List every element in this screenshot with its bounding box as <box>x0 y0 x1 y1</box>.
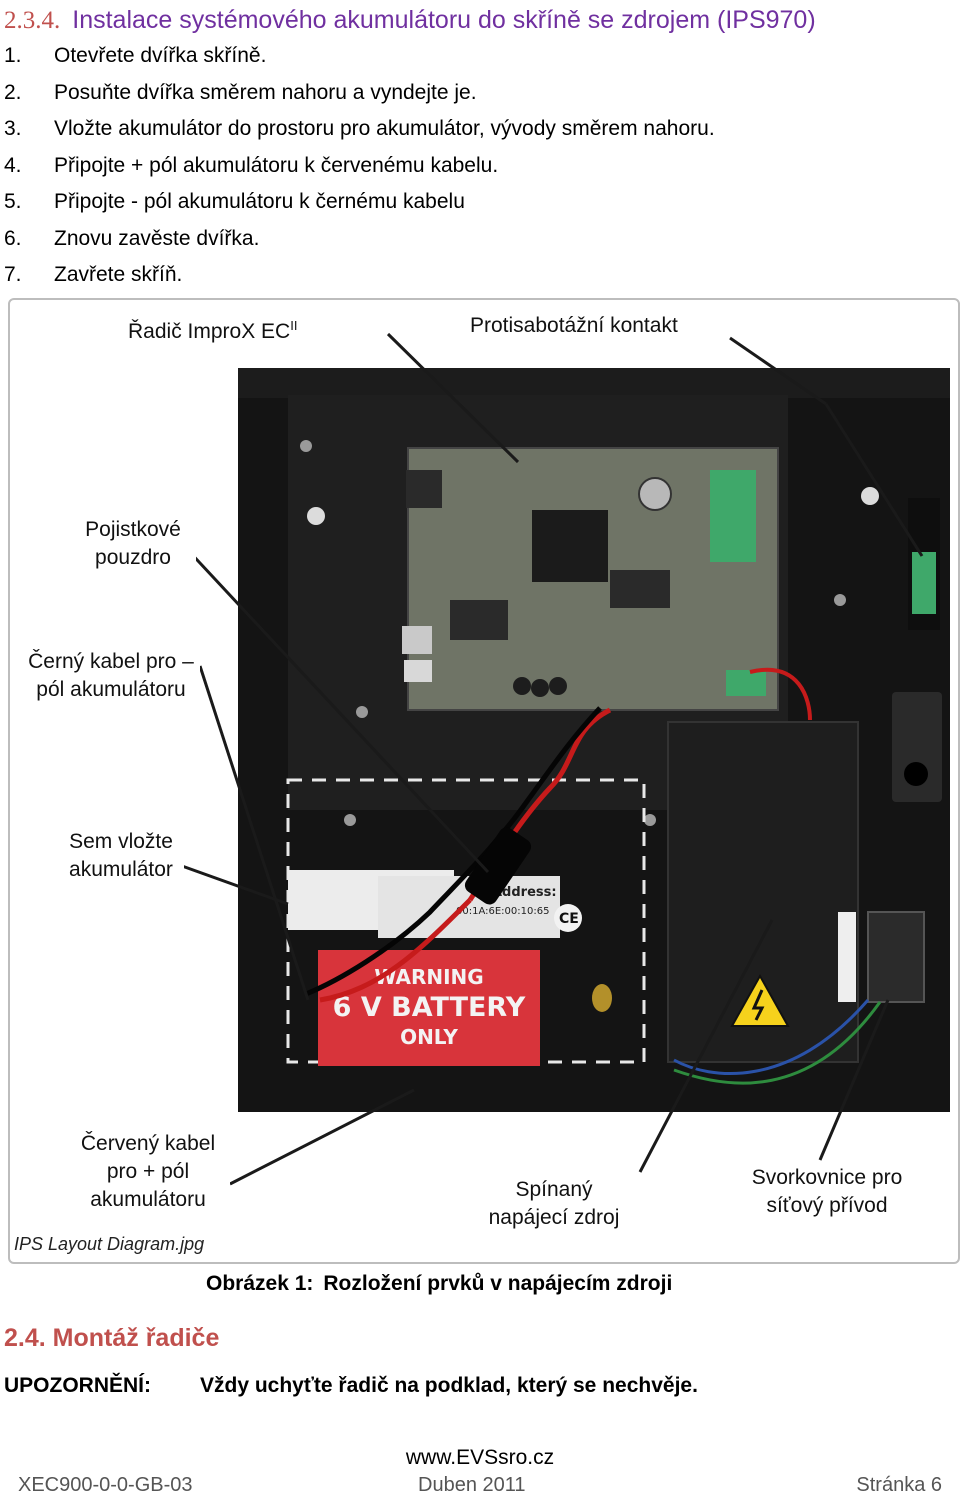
step-text: Připojte - pól akumulátoru k černému kab… <box>54 190 465 213</box>
callout-controller-sup: II <box>290 318 298 333</box>
step-number: 5. <box>4 190 22 213</box>
callout-switching-psu: Spínaný napájecí zdroj <box>474 1176 634 1232</box>
capacitor-icon <box>513 677 567 697</box>
step-item: 7. Zavřete skříň. <box>4 263 182 287</box>
terminal-label-strip <box>838 912 856 1002</box>
fuse-holder <box>464 827 532 905</box>
enclosure-top-rim <box>238 368 950 398</box>
interface-chip <box>450 600 508 640</box>
step-text: Posuňte dvířka směrem nahoru a vyndejte … <box>54 81 477 104</box>
warning-note: UPOZORNĚNÍ: Vždy uchyťte řadič na podklad… <box>4 1374 698 1398</box>
mains-terminal-block <box>867 911 925 1003</box>
lightning-bolt-icon <box>751 989 765 1021</box>
step-item: 6. Znovu zavěste dvířka. <box>4 227 259 251</box>
connector-header <box>406 470 442 508</box>
step-text: Vložte akumulátor do prostoru pro akumul… <box>54 117 715 140</box>
switching-psu-box <box>667 721 859 1063</box>
figure-filename: IPS Layout Diagram.jpg <box>14 1234 205 1254</box>
callout-mains-terminal: Svorkovnice pro síťový přívod <box>732 1164 922 1220</box>
mains-wire-green <box>673 1001 882 1085</box>
red-battery-cable-lead <box>319 898 472 1003</box>
step-number: 3. <box>4 117 22 140</box>
battery-strap-clip <box>592 984 612 1012</box>
psu-output-cable <box>749 667 812 721</box>
network-port-icon <box>402 626 432 654</box>
subsection-title: Montáž řadiče <box>52 1324 220 1352</box>
tamper-switch <box>912 552 936 614</box>
enclosure-photo-illustration: Address: 00:1A:6E:00:10:65 CE WARNING 6 … <box>181 332 950 1186</box>
step-number: 6. <box>4 227 22 250</box>
step-text: Zavřete skříň. <box>54 263 183 286</box>
keyhole-slot-icon <box>861 487 879 505</box>
callout-red-cable: Červený kabel pro + pól akumulátoru <box>66 1130 230 1214</box>
mains-wire-blue <box>673 999 870 1076</box>
step-number: 1. <box>4 44 22 67</box>
backup-cell-icon <box>638 477 672 511</box>
warning-line-3: ONLY <box>400 1025 458 1049</box>
terminal-block-green <box>710 470 756 562</box>
step-number: 2. <box>4 81 22 104</box>
subsection-heading: 2.4. Montáž řadiče <box>4 1324 219 1353</box>
callout-lines <box>181 332 924 1186</box>
footer-doc-code: XEC900-0-0-GB-03 <box>18 1474 193 1496</box>
step-item: 5. Připojte - pól akumulátoru k černému k… <box>4 190 465 214</box>
step-text: Otevřete dvířka skříně. <box>54 44 267 67</box>
section-number: 2.3.4. <box>4 7 61 34</box>
footer-page-number: Stránka 6 <box>856 1474 942 1496</box>
black-battery-cable <box>305 706 602 997</box>
step-item: 1. Otevřete dvířka skříně. <box>4 44 266 68</box>
warning-line-2: 6 V BATTERY <box>333 992 526 1023</box>
keyhole-slot-icon <box>307 507 325 525</box>
high-voltage-warning-icon <box>730 973 790 1027</box>
cable-entry-hole <box>904 762 928 786</box>
step-item: 3. Vložte akumulátor do prostoru pro akum… <box>4 117 715 141</box>
layout-figure: Address: 00:1A:6E:00:10:65 CE WARNING 6 … <box>8 298 960 1264</box>
figure-caption-text: Rozložení prvků v napájecím zdroji <box>323 1272 673 1295</box>
warning-label: UPOZORNĚNÍ: <box>4 1374 151 1397</box>
terminal-block-green <box>726 670 766 696</box>
callout-battery-area: Sem vložte akumulátor <box>58 828 184 884</box>
address-mac: 00:1A:6E:00:10:65 <box>456 906 549 917</box>
subsection-number: 2.4. <box>4 1324 46 1352</box>
callout-tamper-contact: Protisabotážní kontakt <box>470 312 678 340</box>
processor-chip <box>532 510 608 582</box>
memory-chip <box>610 570 670 608</box>
address-label: Address: 00:1A:6E:00:10:65 CE <box>288 870 582 938</box>
callout-black-cable: Černý kabel pro – pól akumulátoru <box>22 648 200 704</box>
figure-caption: Obrázek 1: Rozložení prvků v napájecím zd… <box>206 1272 672 1296</box>
ce-mark: CE <box>559 911 579 927</box>
step-number: 7. <box>4 263 22 286</box>
usb-port-icon <box>404 660 432 682</box>
footer-date: Duben 2011 <box>418 1474 526 1496</box>
section-heading: 2.3.4. Instalace systémového akumulátoru … <box>4 6 816 35</box>
step-item: 4. Připojte + pól akumulátoru k červenému… <box>4 154 498 178</box>
callout-controller-text: Řadič ImproX EC <box>128 320 291 343</box>
callout-controller: Řadič ImproX ECII <box>128 312 298 346</box>
figure-caption-label: Obrázek 1: <box>206 1272 314 1295</box>
step-text: Znovu zavěste dvířka. <box>54 227 260 250</box>
step-number: 4. <box>4 154 22 177</box>
section-title: Instalace systémového akumulátoru do skř… <box>72 6 816 34</box>
warning-text: Vždy uchyťte řadič na podklad, který se … <box>200 1374 698 1397</box>
address-title: Address: <box>492 885 557 900</box>
step-item: 2. Posuňte dvířka směrem nahoru a vyndejt… <box>4 81 477 105</box>
callout-fuse-holder: Pojistkové pouzdro <box>70 516 196 572</box>
step-text: Připojte + pól akumulátoru k červenému k… <box>54 154 499 177</box>
footer-url: www.EVSsro.cz <box>405 1446 555 1469</box>
